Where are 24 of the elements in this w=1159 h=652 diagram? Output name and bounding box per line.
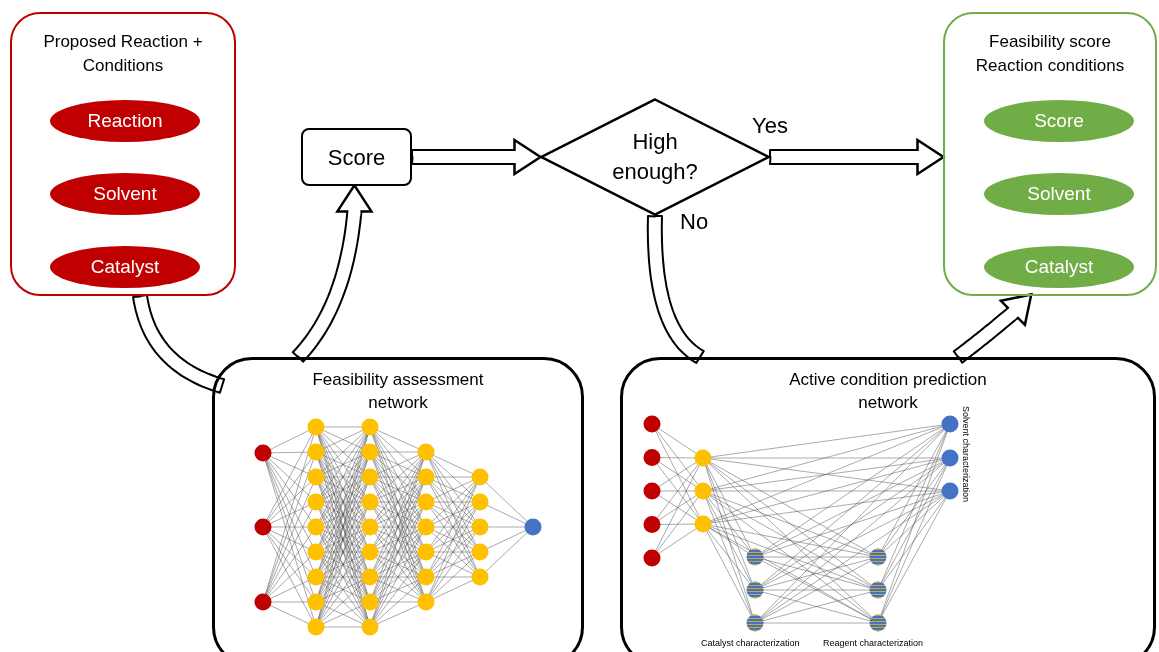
network-panel — [212, 357, 584, 652]
block-arrow — [769, 138, 945, 176]
block-arrow — [952, 293, 1033, 364]
block-arrow — [411, 138, 542, 176]
process-box: Score — [301, 128, 412, 186]
axis-caption: Solvent characterization — [961, 406, 970, 503]
block-connector — [132, 293, 226, 394]
ellipse: Solvent — [50, 173, 200, 215]
rounded-panel — [10, 12, 236, 296]
block-connector — [646, 214, 705, 364]
ellipse: Score — [984, 100, 1134, 142]
axis-caption: Catalyst characterization — [701, 639, 800, 648]
panel-heading: Feasibility score Reaction conditions — [974, 31, 1126, 77]
panel-heading: Feasibility assessment network — [311, 369, 485, 414]
decision-text: High enough? — [611, 128, 699, 186]
ellipse: Catalyst — [50, 246, 200, 288]
network-panel — [620, 357, 1156, 652]
ellipse: Solvent — [984, 173, 1134, 215]
ellipse: Catalyst — [984, 246, 1134, 288]
ellipse: Reaction — [50, 100, 200, 142]
axis-caption: Reagent characterization — [823, 639, 924, 648]
block-arrow — [291, 184, 373, 363]
panel-heading: Proposed Reaction + Conditions — [42, 31, 204, 77]
rounded-panel — [943, 12, 1157, 296]
